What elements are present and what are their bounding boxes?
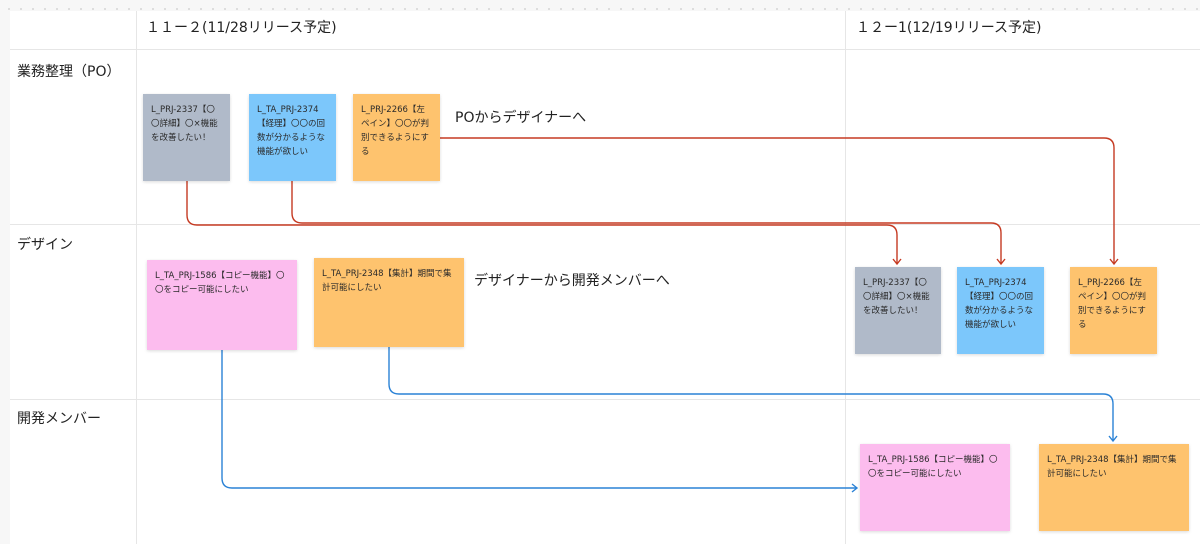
column-header-sprint-12-1: １２ー1(12/19リリース予定) [856, 20, 1042, 36]
sticky-note-prj-2374[interactable]: L_TA_PRJ-2374【経理】〇〇の回数が分かるような機能が欲しい [249, 94, 336, 181]
sticky-note-prj-2348[interactable]: L_TA_PRJ-2348【集計】期間で集計可能にしたい [314, 258, 464, 347]
sticky-note-prj-2374[interactable]: L_TA_PRJ-2374【経理】〇〇の回数が分かるような機能が欲しい [957, 267, 1044, 354]
column-divider-label [136, 11, 137, 544]
sticky-note-prj-1586[interactable]: L_TA_PRJ-1586【コピー機能】〇〇をコピー可能にしたい [860, 444, 1010, 531]
column-divider-sprint [845, 11, 846, 544]
row-label-dev: 開発メンバー [17, 411, 101, 427]
annotation-po-to-designer: POからデザイナーへ [455, 110, 587, 126]
row-label-po: 業務整理（PO） [17, 64, 121, 80]
canvas-dot-grid [0, 0, 1200, 11]
row-divider-header [10, 49, 1200, 50]
row-label-design: デザイン [17, 237, 73, 253]
row-divider-po [10, 224, 1200, 225]
sticky-note-prj-2266[interactable]: L_PRJ-2266【左ペイン】〇〇が判別できるようにする [1070, 267, 1157, 354]
sticky-note-prj-2337[interactable]: L_PRJ-2337【〇〇詳細】〇×機能を改善したい！ [143, 94, 230, 181]
annotation-designer-to-dev: デザイナーから開発メンバーへ [474, 273, 670, 289]
sticky-note-prj-2348[interactable]: L_TA_PRJ-2348【集計】期間で集計可能にしたい [1039, 444, 1189, 531]
row-divider-design [10, 399, 1200, 400]
sticky-note-prj-2337[interactable]: L_PRJ-2337【〇〇詳細】〇×機能を改善したい！ [855, 267, 941, 354]
sticky-note-prj-1586[interactable]: L_TA_PRJ-1586【コピー機能】〇〇をコピー可能にしたい [147, 260, 297, 350]
sticky-note-prj-2266[interactable]: L_PRJ-2266【左ペイン】〇〇が判別できるようにする [353, 94, 440, 181]
column-header-sprint-11-2: １１ー２(11/28リリース予定) [146, 20, 337, 36]
